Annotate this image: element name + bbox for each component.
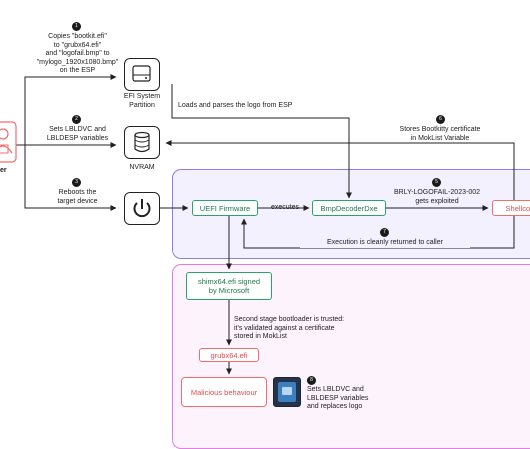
bmp-decoder-node: BmpDecoderDxe [312,200,386,216]
bootkit-image-icon [273,377,301,407]
power-icon [133,199,151,218]
sets-vars-badge: 8 [307,376,316,385]
edge-shellcode-nvram [165,140,515,202]
esp-node [124,58,160,91]
reboot-node [124,192,160,225]
exploited-label: BRLY-LOGOFAIL-2023-002 gets exploited [394,189,480,205]
nvram-label: NVRAM [129,164,155,171]
attacker-icon [0,121,17,163]
grub-node: grubx64.efi [199,348,259,362]
step-2-badge: 2 [72,115,81,124]
executes-label: executes [270,204,300,211]
stores-cert-badge: 6 [436,115,445,124]
sets-vars-label: Sets LBLDVC and LBLDESP variables and re… [307,386,369,410]
second-stage-label: Second stage bootloader is trusted: it's… [234,316,345,340]
step-1-badge: 1 [72,22,81,31]
step-3-badge: 3 [72,178,81,187]
drive-icon [132,65,151,82]
loads-logo-label: Loads and parses the logo from ESP [178,102,293,109]
returned-badge: 7 [380,228,389,237]
stores-cert-label: Stores Bootkitty certificate in MokList … [399,126,481,142]
step-2-label: Sets LBLDVC and LBLDESP variables [46,126,109,142]
exploited-badge: 5 [432,178,441,187]
database-icon [134,131,150,153]
malicious-behaviour-node: Malicious behaviour [181,377,267,407]
shellcode-node: Shellcode [492,200,530,216]
step-3-label: Reboots the target device [57,189,98,205]
nvram-node [124,126,160,159]
attacker-label: er [0,167,7,174]
uefi-firmware-node: UEFI Firmware [192,200,258,216]
step-1-label: Copies "bootkit.efi" to "grubx64.efi" an… [36,33,119,74]
shim-node: shimx64.efi signed by Microsoft [186,272,272,300]
returned-label: Execution is cleanly returned to caller [300,239,470,248]
edge-return-caller [241,216,515,249]
edge-esp-bmpdecoder [171,84,352,199]
esp-label: EFI System Partition [123,93,161,109]
edge-attacker-reboot [16,144,117,211]
